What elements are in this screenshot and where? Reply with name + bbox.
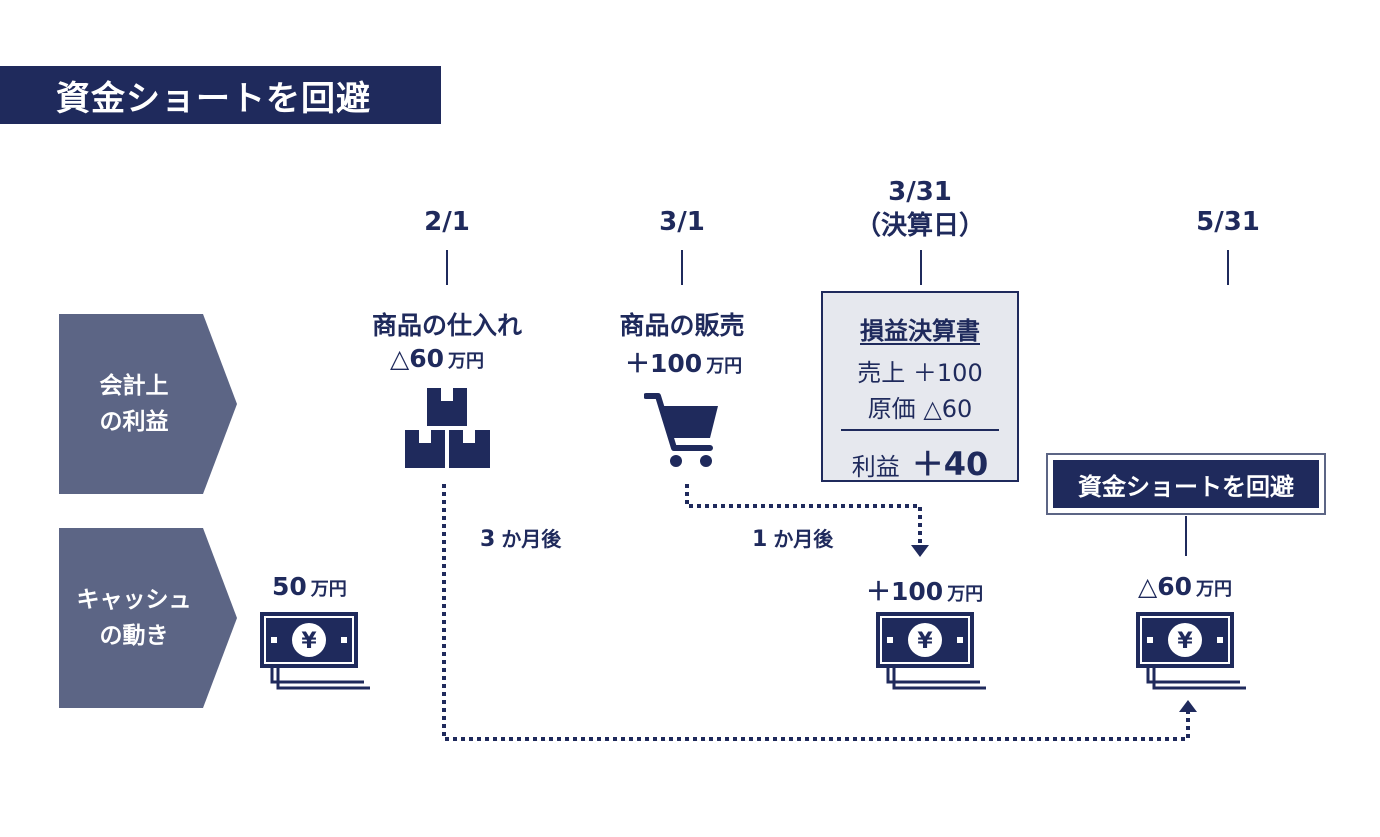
cart-icon <box>644 393 718 467</box>
row-label-profit-shape <box>59 314 237 494</box>
sale-title: 商品の販売 <box>619 311 745 340</box>
boxes-icon <box>405 388 490 468</box>
pl-profit: 利益＋40 <box>851 445 989 483</box>
pl-cogs: 原価 △60 <box>867 395 973 423</box>
yen-icon <box>876 612 988 690</box>
cash-icon <box>260 612 372 690</box>
purchase-title: 商品の仕入れ <box>371 311 522 340</box>
date-mar31: 3/31 <box>888 177 952 207</box>
date-feb1: 2/1 <box>424 207 470 237</box>
arrow-head-up <box>1179 700 1197 712</box>
arrow-sale-to-receipt <box>685 484 922 544</box>
row-label-profit: 会計上の利益 <box>99 373 169 435</box>
pl-title: 損益決算書 <box>860 317 980 345</box>
avoid-shortage-label: 資金ショートを回避 <box>1046 453 1326 515</box>
pl-sales: 売上 ＋100 <box>857 359 983 387</box>
arrow-purchase-to-payment <box>442 484 1190 741</box>
arrow-head-down <box>911 545 929 557</box>
row-label-cash: キャッシュの動き <box>76 587 192 649</box>
yen-icon <box>260 612 372 690</box>
date-mar31-note: （決算日） <box>854 211 985 241</box>
yen-icon <box>1136 612 1248 690</box>
date-may31: 5/31 <box>1196 207 1260 237</box>
row-label-cash-shape <box>59 528 237 708</box>
page-title: 資金ショートを回避 <box>0 66 441 124</box>
pl-divider <box>841 429 999 431</box>
cash-icon <box>876 612 988 690</box>
pl-statement-box: 損益決算書 売上 ＋100 原価 △60 利益＋40 <box>821 291 1019 483</box>
cash-icon <box>1136 612 1248 690</box>
date-mar1: 3/1 <box>659 207 705 237</box>
